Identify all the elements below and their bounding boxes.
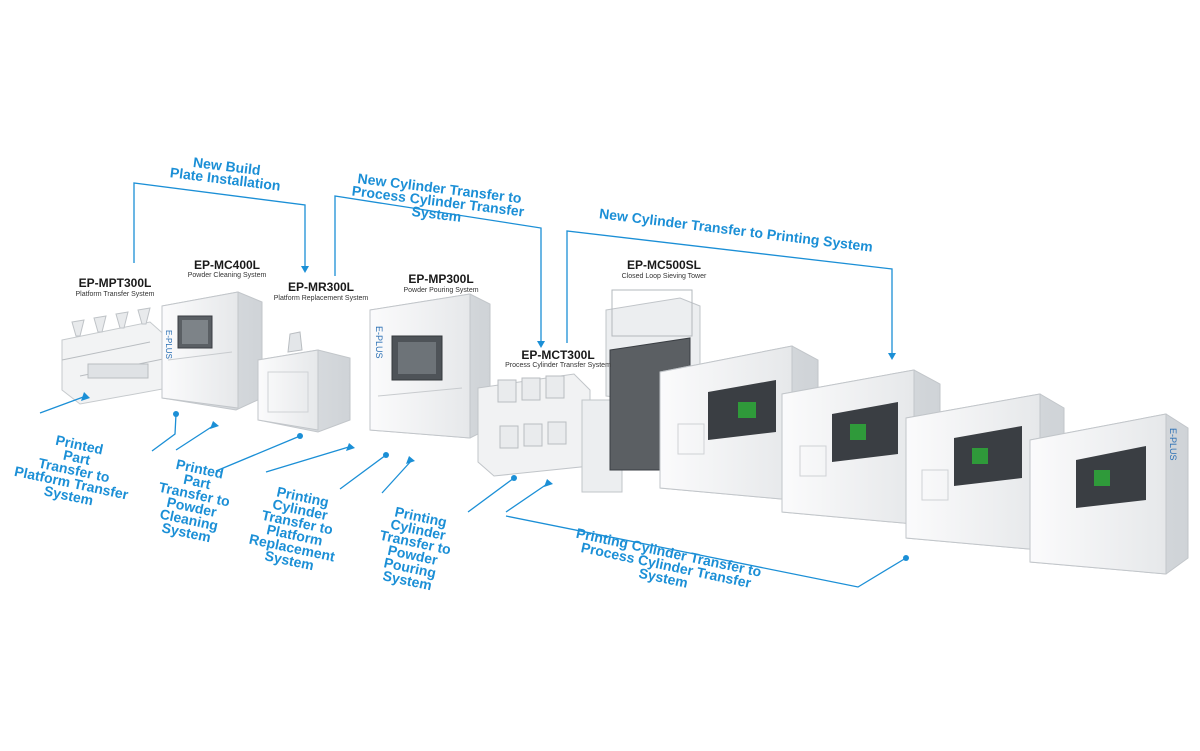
printer-unit: E-PLUS	[1029, 413, 1189, 575]
machine-ep-mct300l	[477, 373, 623, 493]
model-subtitle: Powder Pouring System	[403, 287, 479, 294]
svg-text:E-PLUS: E-PLUS	[1168, 428, 1178, 461]
svg-text:E-PLUS: E-PLUS	[374, 326, 384, 359]
machine-ep-mpt300l	[61, 307, 169, 405]
model-label: EP-MPT300L	[78, 276, 152, 290]
model-label: EP-MC500SL	[626, 258, 702, 272]
flow-connectors	[39, 182, 907, 588]
printer-unit	[659, 345, 819, 501]
model-subtitle: Process Cylinder Transfer System	[505, 362, 611, 369]
model-label: EP-MC400L	[193, 258, 261, 272]
model-label: EP-MR300L	[287, 280, 355, 294]
machine-ep-mp300l: E-PLUS	[369, 293, 491, 439]
model-subtitle: Platform Transfer System	[75, 291, 155, 298]
printer-unit	[905, 393, 1065, 551]
flow-arrowheads	[81, 266, 896, 487]
model-subtitle: Closed Loop Sieving Tower	[621, 273, 707, 280]
model-label: EP-MCT300L	[521, 348, 595, 362]
model-label: EP-MP300L	[408, 272, 474, 286]
flow-endpoints	[173, 411, 909, 561]
model-subtitle: Powder Cleaning System	[187, 272, 267, 279]
model-subtitle: Platform Replacement System	[273, 295, 369, 302]
machine-ep-mc400l: E-PLUS	[161, 291, 263, 411]
svg-text:E-PLUS: E-PLUS	[164, 330, 173, 359]
machine-ep-mr300l	[257, 331, 351, 433]
printer-unit	[781, 369, 941, 525]
